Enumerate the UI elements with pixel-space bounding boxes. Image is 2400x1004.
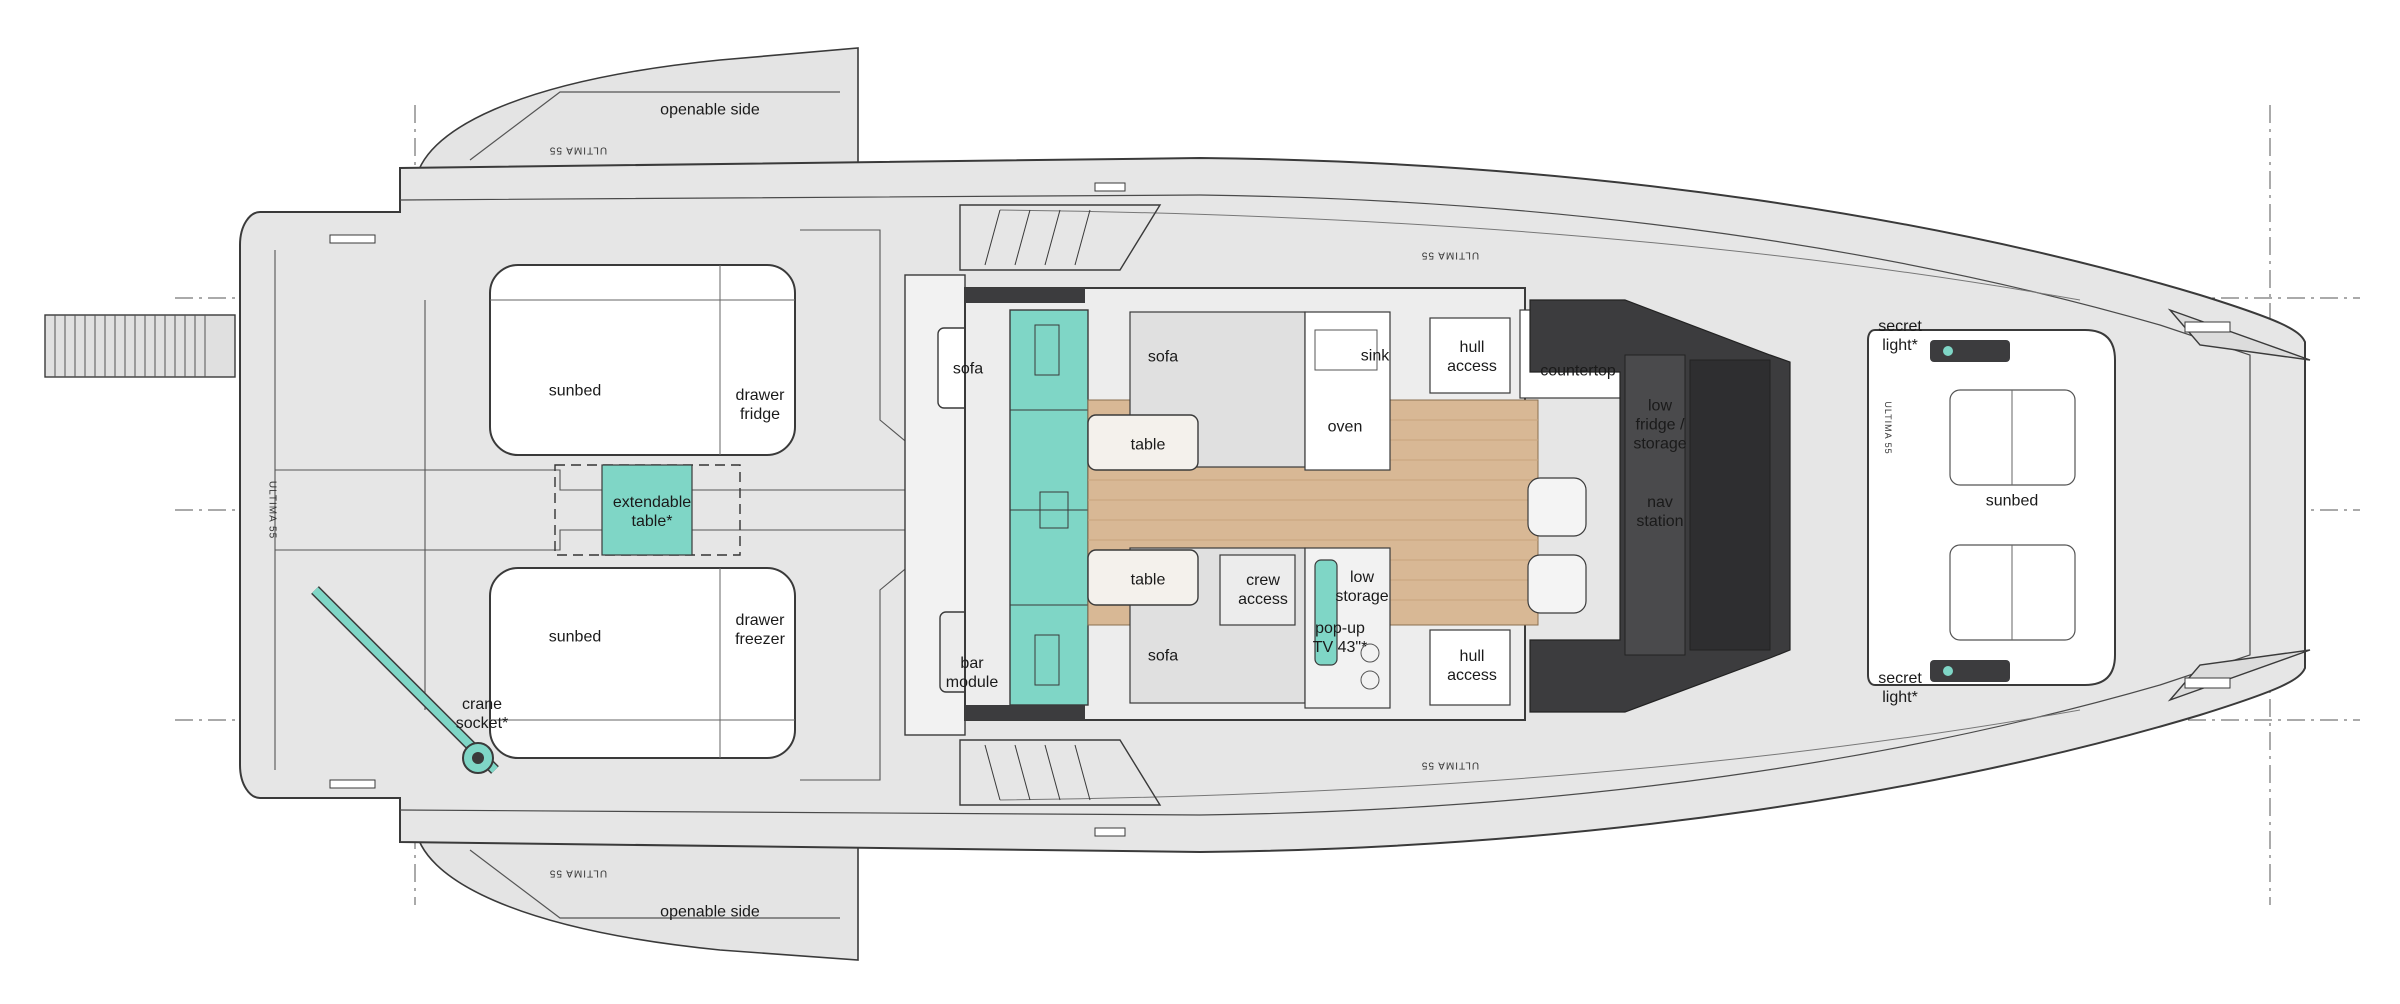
label-table-top: table <box>1130 436 1166 454</box>
label-countertop: countertop <box>1540 362 1616 380</box>
table-top <box>1087 414 1199 471</box>
label-low-storage: low storage <box>1335 569 1389 605</box>
label-oven: oven <box>1327 418 1363 436</box>
label-openable-side-bottom: openable side <box>660 903 760 921</box>
label-hull-access-bottom: hull access <box>1447 648 1497 684</box>
sunbed-aft-bottom <box>489 567 796 759</box>
label-sunbed-aft-bottom: sunbed <box>548 628 602 646</box>
hull-mark: ULTIMA 55 <box>548 144 608 156</box>
label-low-fridge-storage: low fridge / storage <box>1633 397 1687 453</box>
label-secret-light-bottom: secret light* <box>1878 670 1922 706</box>
crane-socket-arm <box>311 586 499 774</box>
openable-side-bottom <box>414 824 859 961</box>
label-sink: sink <box>1360 347 1390 365</box>
hull-access-top <box>1429 317 1511 394</box>
label-sofa-top: sofa <box>1147 348 1179 366</box>
label-table-bottom: table <box>1130 571 1166 589</box>
hull-mark: ULTIMA 55 <box>1420 759 1480 771</box>
label-nav-station: nav station <box>1636 494 1684 530</box>
hull-mark: ULTIMA 55 <box>266 480 278 540</box>
label-hull-access-top: hull access <box>1447 339 1497 375</box>
secret-light-bottom <box>1930 660 2010 682</box>
label-openable-side-top: openable side <box>660 101 760 119</box>
label-drawer-freezer: drawer freezer <box>735 612 785 648</box>
hull-mark: ULTIMA 55 <box>548 867 608 879</box>
label-drawer-fridge: drawer fridge <box>735 387 785 423</box>
popup-tv <box>1314 559 1338 666</box>
label-secret-light-top: secret light* <box>1878 318 1922 354</box>
glass-door <box>1009 309 1089 706</box>
label-popup-tv: pop-up TV 43"* <box>1312 620 1368 656</box>
sunbed-aft-top <box>489 264 796 456</box>
label-sofa-outside: sofa <box>952 360 984 378</box>
label-extendable-table: extendable table* <box>612 494 692 530</box>
label-crew-access: crew access <box>1238 572 1288 608</box>
secret-light-top <box>1930 340 2010 362</box>
stern-ladder <box>44 314 236 378</box>
openable-side-top <box>414 47 859 186</box>
crew-access <box>1219 554 1296 626</box>
extendable-table <box>601 464 693 556</box>
label-sunbed-aft-top: sunbed <box>548 382 602 400</box>
hull-mark: ULTIMA 55 <box>1883 401 1893 455</box>
label-sofa-bottom: sofa <box>1147 647 1179 665</box>
label-crane-socket: crane socket* <box>455 696 509 732</box>
label-bar-module: bar module <box>945 655 999 691</box>
hull-mark: ULTIMA 55 <box>1420 249 1480 261</box>
hull-access-bottom <box>1429 629 1511 706</box>
table-bottom <box>1087 549 1199 606</box>
label-sunbed-bow: sunbed <box>1985 492 2039 510</box>
